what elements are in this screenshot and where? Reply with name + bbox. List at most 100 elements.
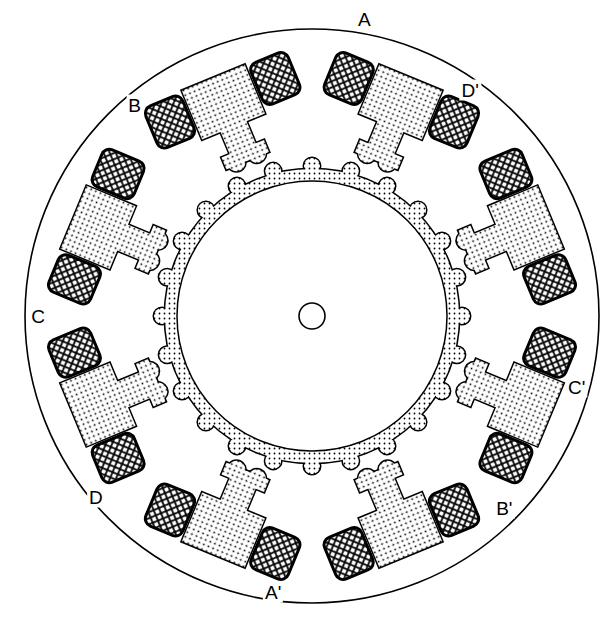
- rotor-tooth: [198, 202, 214, 218]
- rotor-tooth: [229, 178, 245, 194]
- rotor-tooth: [154, 308, 170, 324]
- coil-winding: [521, 252, 578, 306]
- phase-label: D: [87, 487, 105, 508]
- coil-winding: [90, 431, 147, 485]
- rotor-tooth: [379, 438, 395, 454]
- rotor-tooth: [343, 163, 359, 179]
- coil-winding: [143, 94, 197, 151]
- rotor-tooth: [434, 233, 450, 249]
- rotor-tooth: [174, 233, 190, 249]
- pole-tooth: [376, 150, 400, 174]
- rotor-tooth: [265, 163, 281, 179]
- rotor-tooth: [304, 158, 320, 174]
- rotor-tooth: [229, 438, 245, 454]
- rotor-tooth: [449, 347, 465, 363]
- pole-tooth: [454, 229, 478, 253]
- stator-pole: [432, 146, 580, 325]
- rotor-tooth: [454, 308, 470, 324]
- pole-tooth: [462, 360, 486, 384]
- rotor-tooth: [410, 202, 426, 218]
- rotor-tooth: [159, 347, 175, 363]
- pole-tooth: [138, 360, 162, 384]
- rotor-tooth: [174, 383, 190, 399]
- rotor-tooth: [174, 233, 190, 249]
- pole-tooth: [146, 229, 170, 253]
- pole-tooth: [245, 142, 269, 166]
- coil-winding: [248, 525, 302, 582]
- coil-winding: [427, 94, 481, 151]
- coil-winding: [477, 431, 534, 485]
- pole-tooth: [376, 458, 400, 482]
- coil-winding: [46, 252, 103, 306]
- pole-tooth: [356, 142, 380, 166]
- shaft-hole: [299, 303, 325, 329]
- pole-tooth: [245, 466, 269, 490]
- rotor-tooth: [198, 414, 214, 430]
- phase-label: A: [356, 8, 373, 29]
- rotor-tooth: [434, 383, 450, 399]
- rotor-tooth: [229, 178, 245, 194]
- rotor-tooth: [449, 269, 465, 285]
- rotor-tooth: [304, 458, 320, 474]
- rotor-tooth: [379, 438, 395, 454]
- coil-winding: [427, 481, 481, 538]
- phase-label: D': [460, 79, 481, 100]
- rotor-tooth: [198, 202, 214, 218]
- stator-pole: [142, 48, 321, 196]
- pole-tooth: [138, 249, 162, 273]
- rotor-tooth: [449, 347, 465, 363]
- stator-pole: [432, 307, 580, 486]
- rotor-tooth: [265, 453, 281, 469]
- pole-tooth: [146, 380, 170, 404]
- rotor-tooth: [229, 438, 245, 454]
- stator-outline: [25, 29, 599, 603]
- rotor-tooth: [343, 453, 359, 469]
- coil-winding: [322, 50, 376, 107]
- rotor-tooth: [265, 453, 281, 469]
- rotor-tooth: [265, 163, 281, 179]
- rotor-ring: [165, 169, 459, 463]
- rotor-tooth: [154, 308, 170, 324]
- rotor-tooth: [174, 383, 190, 399]
- coil-winding: [248, 50, 302, 107]
- rotor-tooth: [379, 178, 395, 194]
- rotor-tooth: [454, 308, 470, 324]
- pole-tooth: [225, 458, 249, 482]
- rotor-tooth: [449, 269, 465, 285]
- rotor-tooth: [434, 383, 450, 399]
- phase-label: A': [263, 582, 283, 603]
- rotor-tooth: [343, 453, 359, 469]
- pole-tooth: [356, 466, 380, 490]
- rotor-tooth: [379, 178, 395, 194]
- stator-pole: [303, 48, 482, 196]
- stator-pole: [44, 146, 192, 325]
- phase-label: B': [494, 498, 514, 519]
- pole-tooth: [225, 150, 249, 174]
- stator-pole: [142, 436, 321, 584]
- coil-winding: [477, 147, 534, 201]
- rotor-tooth: [304, 458, 320, 474]
- rotor-outline: [154, 158, 470, 474]
- phase-label: B: [126, 94, 143, 115]
- rotor-tooth: [343, 163, 359, 179]
- rotor-tooth: [159, 347, 175, 363]
- pole-tooth: [462, 249, 486, 273]
- rotor: [154, 158, 470, 474]
- rotor-fill: [154, 158, 470, 474]
- coil-winding: [90, 147, 147, 201]
- rotor-tooth: [410, 414, 426, 430]
- pole-tooth: [454, 380, 478, 404]
- rotor-tooth: [198, 414, 214, 430]
- rotor-ring: [165, 169, 459, 463]
- coil-winding: [143, 481, 197, 538]
- rotor-bore: [177, 181, 447, 451]
- rotor-tooth: [159, 269, 175, 285]
- rotor-tooth: [410, 202, 426, 218]
- rotor-tooth: [304, 158, 320, 174]
- rotor-tooth: [410, 414, 426, 430]
- phase-label: C': [566, 376, 587, 397]
- rotor-tooth: [434, 233, 450, 249]
